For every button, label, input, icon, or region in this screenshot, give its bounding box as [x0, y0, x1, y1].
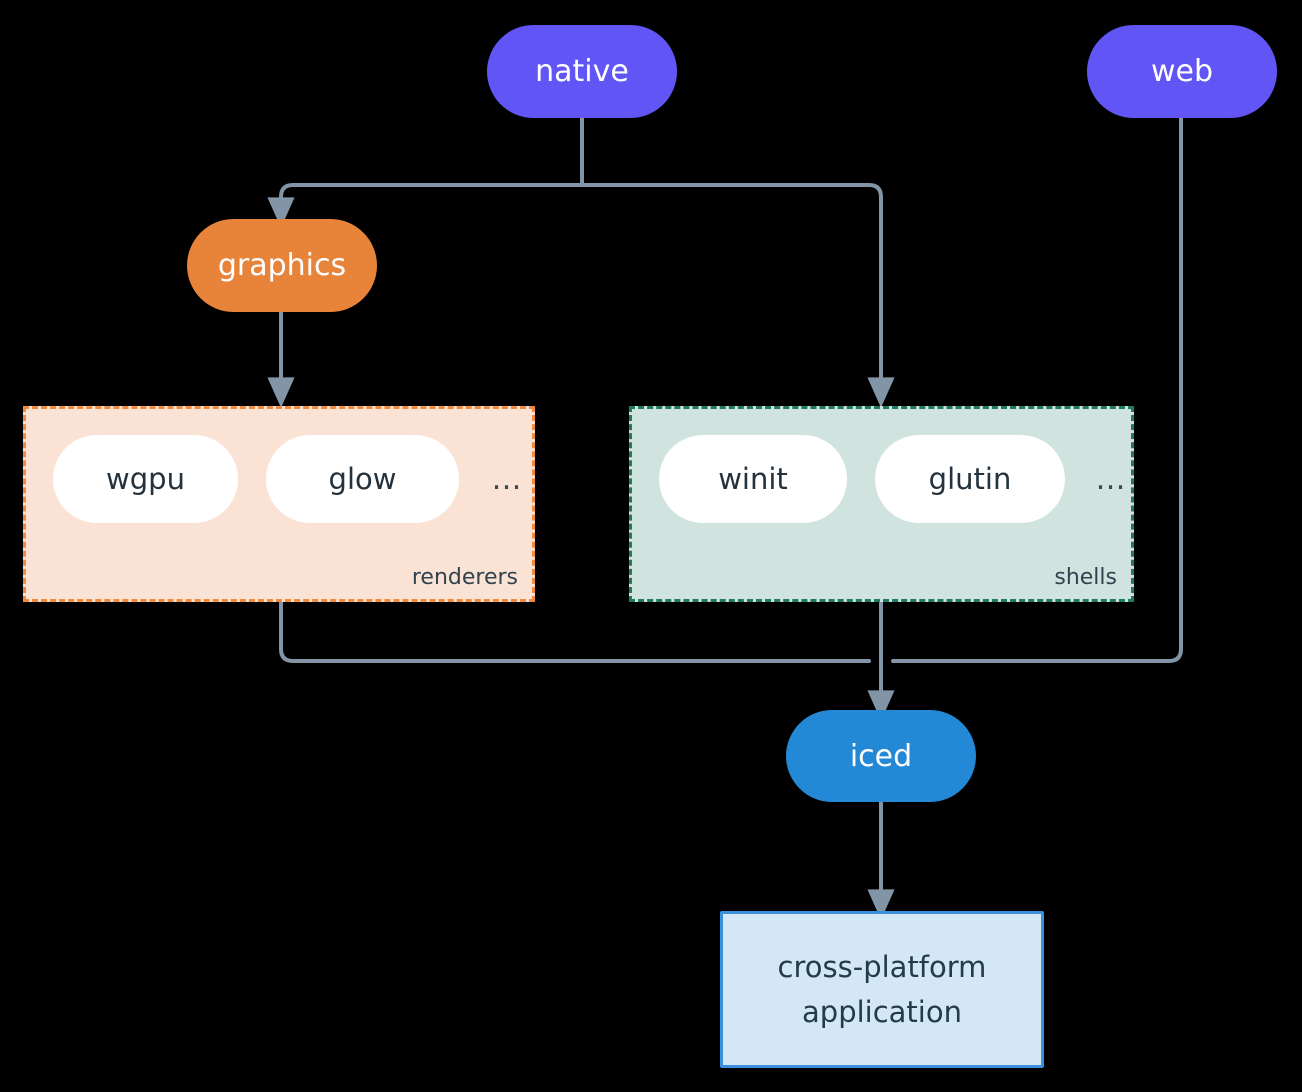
node-web-label: web	[1150, 54, 1214, 89]
edge-native-to-graphics	[267, 183, 584, 228]
shells-overflow-ellipsis: …	[1088, 461, 1134, 497]
renderers-overflow-ellipsis: …	[484, 461, 530, 497]
leaf-pill-wgpu-label: wgpu	[106, 462, 185, 496]
renderers-overflow-label: …	[491, 461, 523, 497]
leaf-pill-glutin-label: glutin	[928, 462, 1012, 496]
leaf-pill-wgpu[interactable]: wgpu	[53, 435, 238, 523]
node-graphics[interactable]: graphics	[187, 219, 377, 312]
shells-overflow-label: …	[1095, 461, 1127, 497]
leaf-pill-winit[interactable]: winit	[659, 435, 847, 523]
node-native-label: native	[535, 54, 629, 89]
node-web[interactable]: web	[1087, 25, 1277, 118]
leaf-pill-glow-label: glow	[328, 462, 397, 496]
node-iced[interactable]: iced	[786, 710, 976, 802]
node-application[interactable]: cross-platform application	[720, 911, 1044, 1068]
node-native[interactable]: native	[487, 25, 677, 118]
node-application-label-line2: application	[802, 994, 962, 1029]
edge-native-to-shells	[580, 183, 895, 408]
node-graphics-label: graphics	[217, 248, 347, 283]
leaf-pill-winit-label: winit	[718, 462, 788, 496]
leaf-pill-glow[interactable]: glow	[266, 435, 459, 523]
group-renderers-label: renderers	[411, 565, 518, 590]
leaf-pill-glutin[interactable]: glutin	[875, 435, 1065, 523]
node-iced-label: iced	[849, 738, 913, 774]
group-shells[interactable]: winit glutin … shells	[629, 406, 1134, 602]
node-application-label-line1: cross-platform	[777, 949, 987, 984]
group-renderers[interactable]: wgpu glow … renderers	[23, 406, 535, 602]
edge-renderers-to-iced	[279, 599, 871, 663]
group-shells-label: shells	[1054, 565, 1117, 590]
